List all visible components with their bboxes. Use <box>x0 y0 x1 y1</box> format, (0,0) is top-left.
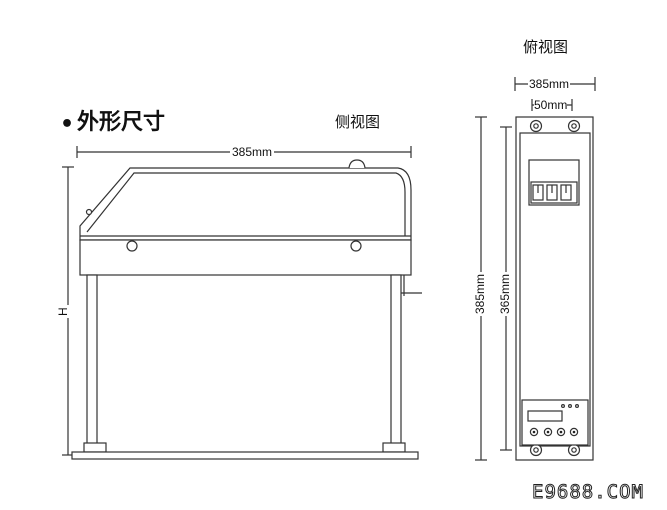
top-inner-width-label: 50mm <box>534 98 568 112</box>
side-screw-left <box>126 240 138 252</box>
top-inner-height-label: 365mm <box>498 271 512 316</box>
side-height-label: H <box>56 305 70 318</box>
side-leg-right <box>390 274 402 446</box>
side-leg-left <box>86 274 98 446</box>
page-title: 外形尺寸 <box>77 110 166 135</box>
watermark: E9688.COM <box>532 481 644 503</box>
side-top-knob <box>348 159 366 169</box>
side-base-plate <box>71 451 419 460</box>
top-width-label: 385mm <box>528 77 571 91</box>
top-body-inner <box>519 132 591 447</box>
top-view-caption: 俯视图 <box>523 38 569 56</box>
top-display <box>527 410 563 422</box>
heading-bullet: • <box>60 112 75 137</box>
side-screw-right <box>350 240 362 252</box>
side-housing <box>79 167 412 241</box>
side-housing-inner <box>86 172 406 236</box>
side-view-caption: 侧视图 <box>335 113 381 131</box>
side-width-label: 385mm <box>230 145 275 159</box>
top-outer-height-label: 385mm <box>473 271 487 316</box>
